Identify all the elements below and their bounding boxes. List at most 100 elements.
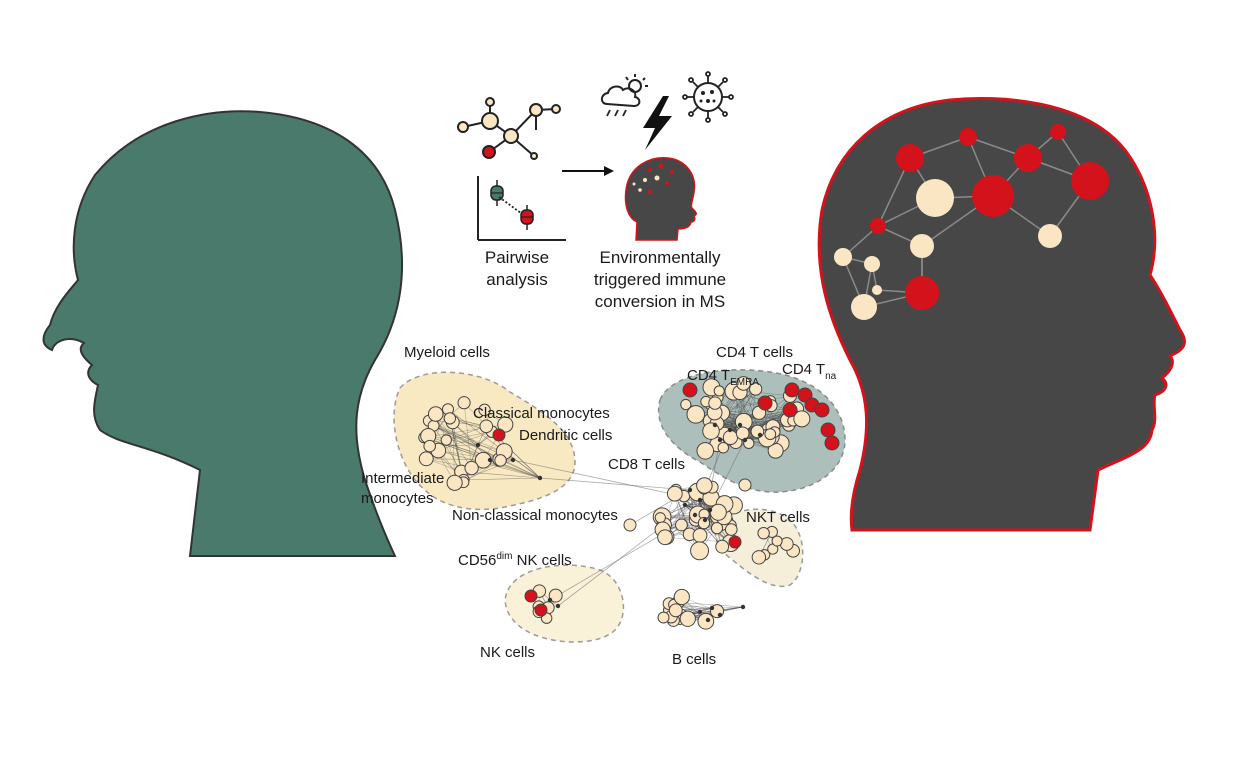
cell-node: [690, 541, 710, 561]
label-cd8-t-cells: CD8 T cells: [608, 456, 685, 473]
graph-edge: [483, 459, 541, 479]
cd4-na-main: CD4 T: [782, 361, 825, 378]
cd56-sup: dim: [496, 551, 512, 562]
cell-node-red: [820, 422, 836, 438]
hub-node: [687, 487, 693, 493]
label-cd56dim-nk-cells: CD56dim NK cells: [458, 551, 572, 569]
hub-node: [737, 422, 743, 428]
graph-edge: [446, 426, 487, 441]
right-network-node: [864, 256, 880, 272]
cell-node-red: [728, 535, 742, 549]
hub-node: [742, 437, 748, 443]
cell-node: [736, 376, 751, 391]
cell-node: [708, 396, 722, 410]
hub-node: [510, 457, 516, 463]
cd56-rest: NK cells: [512, 552, 571, 569]
graph-edge: [463, 477, 541, 481]
cell-node: [680, 398, 692, 411]
graph-edge: [428, 420, 500, 460]
cell-node-red: [782, 402, 798, 418]
right-network-node: [972, 175, 1014, 217]
cd4-emra-main: CD4 T: [687, 367, 730, 384]
graph-edge: [447, 409, 541, 479]
cell-node: [427, 406, 444, 422]
graph-edge-long: [539, 477, 691, 491]
hub-node: [707, 507, 713, 513]
hub-node: [757, 432, 763, 438]
right-network-node: [905, 276, 939, 310]
cell-node: [423, 439, 436, 453]
graph-edge: [675, 606, 744, 611]
cell-node: [479, 419, 494, 434]
right-network-node: [851, 294, 877, 320]
cell-node: [666, 485, 683, 502]
cell-node: [764, 428, 777, 441]
label-cd4-t-na: CD4 Tna: [782, 361, 837, 382]
cell-node: [440, 434, 452, 446]
graph-edge: [446, 431, 492, 441]
cell-node: [654, 512, 666, 524]
hub-node: [717, 612, 723, 618]
cell-node-red: [524, 589, 538, 603]
cell-node: [464, 460, 479, 476]
hub-node: [727, 427, 733, 433]
hub-node: [709, 605, 715, 611]
cell-node: [715, 539, 730, 554]
virus-icon: [682, 71, 734, 123]
cell-node: [446, 474, 463, 491]
cell-node: [771, 535, 783, 547]
environment-label-line3: conversion in MS: [595, 292, 725, 311]
cell-node: [749, 382, 763, 396]
cell-node: [657, 611, 670, 624]
cell-node: [548, 588, 563, 603]
cell-node: [713, 385, 725, 397]
right-network-node: [834, 248, 852, 266]
right-network-node: [870, 218, 886, 234]
cell-node-red: [534, 603, 548, 617]
graph-edge: [678, 602, 744, 608]
hub-node: [547, 597, 553, 603]
cell-node: [675, 518, 688, 532]
hub-node: [717, 437, 723, 443]
label-intermediate-line2: monocytes: [361, 490, 434, 507]
cell-node-red: [682, 382, 698, 398]
pairwise-plot-icon: [477, 176, 566, 241]
hub-node: [692, 512, 698, 518]
cell-node-red: [757, 395, 773, 411]
graph-edge: [433, 425, 505, 452]
cell-node: [793, 410, 811, 428]
right-network-node: [1014, 144, 1042, 172]
hub-node: [537, 475, 543, 481]
cell-node: [717, 441, 730, 454]
graph-nodes: [418, 376, 840, 630]
cd4-na-sub: na: [825, 371, 837, 382]
label-b-cells: B cells: [672, 651, 716, 668]
cell-node: [710, 522, 724, 535]
right-network-node: [910, 234, 934, 258]
graph-edge: [714, 410, 790, 426]
network-icon: [457, 97, 561, 160]
small-head-icon: [624, 157, 697, 241]
cell-node: [697, 612, 715, 630]
pairwise-label-line1: Pairwise: [485, 248, 549, 267]
cell-node: [696, 442, 715, 460]
right-network-node: [916, 179, 954, 217]
hub-node: [712, 422, 718, 428]
pairwise-label-line2: analysis: [486, 270, 547, 289]
right-network-node: [1038, 224, 1062, 248]
cell-node: [457, 396, 471, 410]
cell-node: [738, 478, 752, 492]
cell-node-red: [784, 382, 800, 398]
graph-edge-long: [549, 514, 696, 601]
label-myeloid-cells: Myeloid cells: [404, 344, 490, 361]
graph-edge: [433, 425, 479, 446]
hub-node: [702, 517, 708, 523]
hub-node: [682, 502, 688, 508]
cell-node: [494, 454, 507, 467]
weather-icon: [600, 74, 648, 117]
left-head-silhouette: [42, 110, 404, 557]
graph-edge: [714, 412, 792, 426]
hub-node: [697, 497, 703, 503]
graph-edge: [748, 389, 756, 444]
